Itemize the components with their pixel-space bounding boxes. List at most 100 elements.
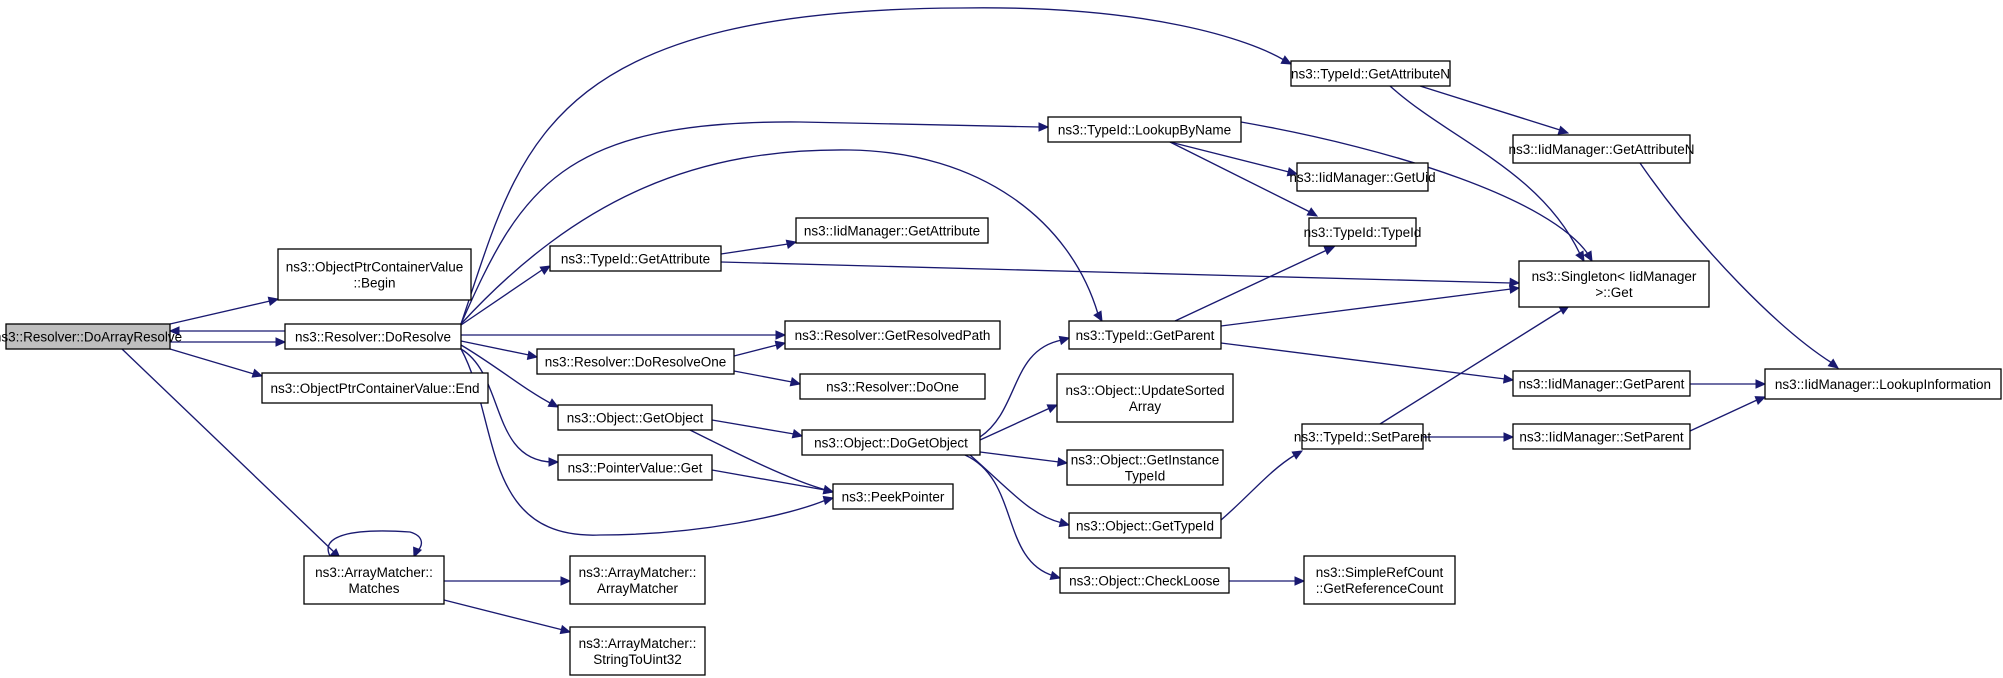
node-label: ns3::ArrayMatcher:: [579, 565, 697, 580]
node-label: ns3::Object::GetInstance [1071, 453, 1220, 468]
node-box [1047, 116, 1242, 143]
node-doResolve[interactable]: ns3::Resolver::DoResolve [284, 323, 462, 350]
node-drOne[interactable]: ns3::Resolver::DoResolveOne [536, 348, 735, 375]
node-box [1518, 260, 1710, 308]
node-singletonGet[interactable]: ns3::Singleton< IidManager>::Get [1518, 260, 1710, 308]
node-label: ns3::IidManager::GetUid [1289, 170, 1435, 185]
node-objGetObject[interactable]: ns3::Object::GetObject [557, 404, 713, 431]
node-box [784, 320, 1001, 350]
edge-line [169, 300, 271, 325]
node-label: ns3::IidManager::GetAttributeN [1508, 142, 1694, 157]
arrowhead-icon [1294, 576, 1306, 586]
arrowhead-icon [548, 457, 560, 467]
node-amCtor[interactable]: ns3::ArrayMatcher::ArrayMatcher [569, 555, 706, 605]
node-optrEnd[interactable]: ns3::ObjectPtrContainerValue::End [261, 372, 489, 404]
node-doOne[interactable]: ns3::Resolver::DoOne [799, 373, 986, 400]
node-label: ns3::Resolver::DoArrayResolve [0, 330, 182, 345]
node-box [1290, 60, 1451, 87]
node-box [1296, 162, 1429, 192]
node-box [284, 323, 462, 350]
arrowhead-icon [539, 265, 552, 276]
node-box [795, 217, 989, 244]
edge-drOne-to-doOne [733, 370, 802, 387]
edge-line [460, 344, 553, 405]
edge-objCheckLoose-to-srcGetRef [1229, 576, 1306, 586]
edge-tidLookupByName-to-singletonGet [1240, 121, 1593, 263]
node-label: ns3::Object::GetObject [567, 411, 704, 426]
node-tidGetAttribute[interactable]: ns3::TypeId::GetAttribute [549, 245, 722, 272]
arrowhead-icon [1827, 358, 1839, 369]
node-label: ns3::TypeId::GetAttribute [561, 252, 710, 267]
node-tidSetParent[interactable]: ns3::TypeId::SetParent [1294, 423, 1432, 450]
node-optrBegin[interactable]: ns3::ObjectPtrContainerValue::Begin [277, 248, 472, 301]
node-label: ns3::TypeId::GetParent [1076, 328, 1215, 343]
node-box [261, 372, 489, 404]
edge-tidSetParent-to-singletonGet [1379, 305, 1571, 425]
edge-objGetObject-to-doGetObject [711, 419, 804, 439]
arrowhead-icon [413, 546, 423, 559]
node-amStoU[interactable]: ns3::ArrayMatcher::StringToUint32 [569, 626, 706, 676]
node-box [1066, 449, 1224, 486]
node-label: ns3::IidManager::GetParent [1519, 377, 1685, 392]
node-tidGetAttributeN[interactable]: ns3::TypeId::GetAttributeN [1290, 60, 1451, 87]
node-doGetObject[interactable]: ns3::Object::DoGetObject [801, 429, 981, 456]
node-iidGetAttributeN[interactable]: ns3::IidManager::GetAttributeN [1508, 134, 1695, 164]
arrowhead-icon [251, 368, 264, 378]
arrowhead-icon [1557, 125, 1570, 135]
node-box [1068, 512, 1222, 539]
node-getResolvedPath[interactable]: ns3::Resolver::GetResolvedPath [784, 320, 1001, 350]
edge-line [121, 348, 335, 553]
node-box [277, 248, 472, 301]
edge-line [460, 269, 543, 326]
edge-tidLookupByName-to-tidTypeId [1169, 141, 1319, 217]
node-box [557, 404, 713, 431]
arrowhead-icon [275, 337, 287, 347]
node-box [832, 483, 954, 510]
node-iidGetParent[interactable]: ns3::IidManager::GetParent [1512, 370, 1691, 397]
edge-root-to-optrBegin [169, 296, 280, 325]
edge-tidLookupByName-to-iidGetUid [1169, 141, 1299, 177]
node-pvGet[interactable]: ns3::PointerValue::Get [557, 454, 713, 481]
edge-line [1639, 162, 1833, 364]
edge-tidSetParent-to-iidSetParent [1423, 432, 1515, 442]
edge-tidGetParent-to-tidTypeId [1174, 246, 1336, 322]
edge-iidGetAttributeN-to-iidLookupInfo [1639, 162, 1839, 369]
node-label: ::GetReferenceCount [1316, 581, 1444, 596]
arrowhead-icon [560, 576, 572, 586]
node-label: ns3::Object::GetTypeId [1076, 519, 1214, 534]
arrowhead-icon [559, 624, 572, 635]
node-root[interactable]: ns3::Resolver::DoArrayResolve [0, 323, 182, 350]
node-tidTypeId[interactable]: ns3::TypeId::TypeId [1304, 217, 1422, 247]
node-label: ns3::TypeId::TypeId [1304, 225, 1422, 240]
node-objCheckLoose[interactable]: ns3::Object::CheckLoose [1059, 567, 1230, 594]
arrowhead-icon [789, 377, 802, 387]
node-label: Array [1129, 399, 1162, 414]
arrowhead-icon [1575, 250, 1585, 263]
edge-tidGetAttribute-to-singletonGet [720, 261, 1521, 288]
edge-line [460, 348, 827, 536]
edge-line [460, 348, 553, 463]
node-box [5, 323, 171, 350]
node-iidLookupInfo[interactable]: ns3::IidManager::LookupInformation [1764, 368, 2002, 400]
node-iidGetUid[interactable]: ns3::IidManager::GetUid [1289, 162, 1436, 192]
edge-line [720, 261, 1512, 284]
edge-doGetObject-to-objGetInstance [979, 451, 1069, 467]
edge-line [1240, 121, 1589, 255]
node-peekPointer[interactable]: ns3::PeekPointer [832, 483, 954, 510]
node-srcGetRef[interactable]: ns3::SimpleRefCount::GetReferenceCount [1303, 555, 1456, 605]
node-label: ns3::ObjectPtrContainerValue [286, 260, 464, 275]
node-label: ns3::ObjectPtrContainerValue::End [270, 381, 479, 396]
edge-line [1174, 249, 1328, 322]
edge-doGetObject-to-objCheckLoose [964, 454, 1062, 581]
node-objGetTypeId[interactable]: ns3::Object::GetTypeId [1068, 512, 1222, 539]
node-tidLookupByName[interactable]: ns3::TypeId::LookupByName [1047, 116, 1242, 143]
edge-tidGetAttributeN-to-iidGetAttributeN [1419, 85, 1570, 135]
node-tidGetParent[interactable]: ns3::TypeId::GetParent [1068, 320, 1222, 350]
arrowhead-icon [1306, 207, 1319, 217]
node-box [1068, 320, 1222, 350]
node-iidSetParent[interactable]: ns3::IidManager::SetParent [1512, 423, 1691, 450]
node-amMatches[interactable]: ns3::ArrayMatcher::Matches [303, 555, 445, 605]
node-iidGetAttribute[interactable]: ns3::IidManager::GetAttribute [795, 217, 989, 244]
